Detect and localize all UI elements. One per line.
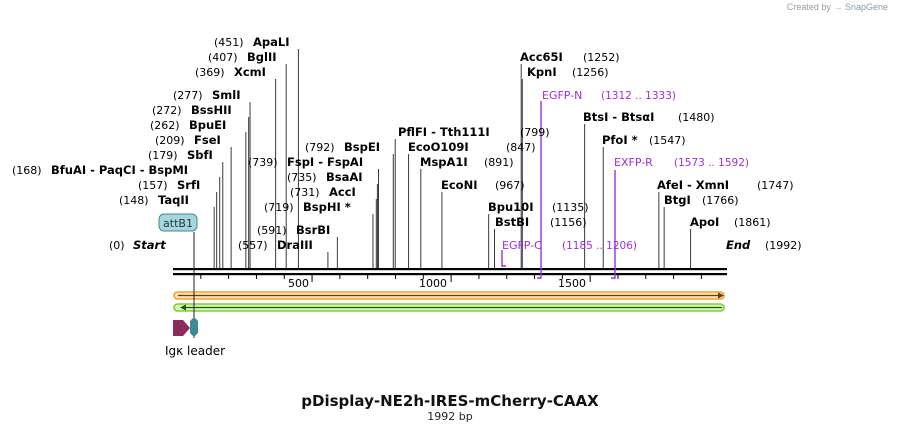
site-label[interactable]: BsaAI [326,170,363,184]
site-pos: (407) [208,51,238,64]
snapgene-logo-icon: → [833,2,843,12]
site-label[interactable]: EcoNI [441,178,477,192]
site-label[interactable]: DraIII [277,238,313,252]
site-label[interactable]: FspI - FspAI [287,155,363,169]
site-pos: (179) [148,149,178,162]
site-pos: (272) [152,104,182,117]
site-label[interactable]: ApaLI [253,35,290,49]
primer-egfp-c-range: (1185 .. 1206) [562,240,637,252]
tick-1500: 1500 [558,277,586,290]
site-pos: (168) [12,164,42,177]
primer-egfp-c-label[interactable]: EGFP-C [502,239,542,252]
primer-exfp-r-label[interactable]: EXFP-R [614,156,653,169]
igk-arrow-icon [173,320,190,336]
credit-brand: SnapGene [844,2,888,12]
snapgene-credit: Created by → SnapGene [787,2,888,12]
site-pos: (731) [290,186,320,199]
site-label[interactable]: BtsI - BtsαI [583,110,654,124]
start-position: (0) [109,239,125,252]
site-label[interactable]: BglII [247,50,277,64]
site-pos: (557) [238,239,268,252]
plasmid-title: pDisplay-NE2h-IRES-mCherry-CAAX [301,392,599,410]
site-label[interactable]: PflFI - Tth111I [398,125,490,139]
igk-leader-label: Igκ leader [165,344,225,358]
site-pos: (1135) [552,201,589,214]
site-pos: (1766) [702,194,739,207]
site-label[interactable]: AccI [329,185,356,199]
site-label[interactable]: SmlI [212,88,241,102]
site-label[interactable]: BpuEI [189,118,226,132]
site-label[interactable]: BspHI * [303,200,351,214]
end-position: (1992) [765,239,802,252]
site-pos: (369) [195,66,225,79]
start-label: Start [133,238,166,252]
site-pos: (735) [287,171,317,184]
site-label[interactable]: EcoO109I [408,140,469,154]
site-label[interactable]: ApoI [690,215,719,229]
site-pos: (262) [150,119,180,132]
site-pos: (1861) [734,216,771,229]
site-label[interactable]: PfoI * [602,133,638,147]
credit-prefix: Created by [786,2,831,12]
ruler-labels: (0) Start End (1992) 500 1000 1500 [109,238,802,290]
attb1-label: attB1 [163,217,193,230]
site-pos: (847) [506,141,536,154]
site-pos: (967) [495,179,525,192]
attb1-feature[interactable]: attB1 [158,213,198,338]
site-pos: (277) [173,89,203,102]
site-label[interactable]: BstBI [495,215,529,229]
dna-backbone [173,268,727,282]
site-label[interactable]: TaqII [158,193,189,207]
site-label[interactable]: MspA1I [420,155,468,169]
site-pos: (1547) [649,134,686,147]
primer-exfp-r-range: (1573 .. 1592) [674,157,749,169]
site-label[interactable]: AfeI - XmnI [657,178,729,192]
attb1-marker-icon [190,317,198,337]
site-pos: (148) [119,194,149,207]
site-label[interactable]: XcmI [234,65,266,79]
site-label[interactable]: BsrBI [296,223,330,237]
end-label: End [726,238,751,252]
site-pos: (792) [305,141,335,154]
site-label[interactable]: SbfI [187,148,213,162]
primer-labels: EGFP-N (1312 .. 1333) EXFP-R (1573 .. 15… [502,89,749,252]
site-pos: (157) [138,179,168,192]
site-pos: (891) [484,156,514,169]
site-label[interactable]: Bpu10I [488,200,533,214]
site-pos: (799) [520,126,550,139]
site-label[interactable]: FseI [194,133,221,147]
site-label[interactable]: BfuAI - PaqCI - BspMI [51,163,188,177]
site-label[interactable]: BssHII [191,103,232,117]
primer-brackets [501,101,616,279]
primer-egfp-n-label[interactable]: EGFP-N [542,89,582,102]
site-label[interactable]: BtgI [664,193,691,207]
site-pos: (1256) [572,66,609,79]
site-label[interactable]: SrfI [177,178,200,192]
site-label[interactable]: Acc65I [520,50,563,64]
site-pos: (209) [155,134,185,147]
plasmid-length: 1992 bp [427,410,473,423]
site-label[interactable]: KpnI [527,65,557,79]
tick-1000: 1000 [419,277,447,290]
site-pos: (451) [214,36,244,49]
site-pos: (591) [257,224,287,237]
cut-site-stems [213,49,692,268]
site-pos: (1480) [678,111,715,124]
site-pos: (719) [264,201,294,214]
site-pos: (1252) [583,51,620,64]
primer-egfp-n-range: (1312 .. 1333) [601,90,676,102]
enzyme-labels: (148) TaqII (157) SrfI (168) BfuAI - Paq… [12,35,794,252]
tick-500: 500 [288,277,309,290]
site-pos: (1747) [757,179,794,192]
site-pos: (739) [248,156,278,169]
site-label[interactable]: BspEI [344,140,380,154]
feature-green-arrow[interactable] [173,303,725,312]
site-pos: (1156) [550,216,587,229]
feature-orange-arrow[interactable] [173,291,725,300]
igk-leader-feature[interactable]: Igκ leader [165,320,225,358]
